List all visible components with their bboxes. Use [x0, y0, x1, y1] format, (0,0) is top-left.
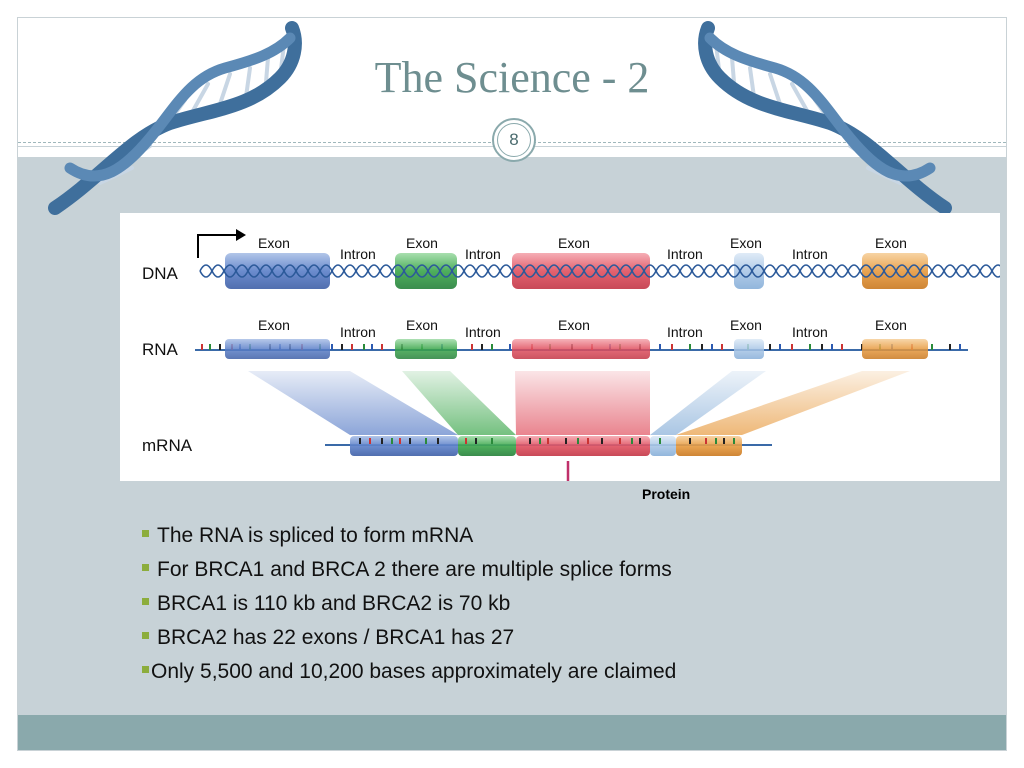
dna-intron-label-2: Intron	[465, 246, 501, 262]
bullet-list: The RNA is spliced to form mRNA For BRCA…	[142, 520, 982, 690]
rna-exon-label-4: Exon	[730, 317, 762, 333]
dna-exon-label-2: Exon	[406, 235, 438, 251]
splice-funnel-5	[676, 371, 910, 435]
page-number: 8	[497, 123, 531, 157]
footer-bar	[18, 715, 1006, 750]
bullet-item: BRCA1 is 110 kb and BRCA2 is 70 kb	[142, 588, 982, 622]
bullet-text: BRCA2 has 22 exons / BRCA1 has 27	[157, 626, 515, 649]
dna-exon-label-5: Exon	[875, 235, 907, 251]
mrna-exon-3	[516, 436, 650, 456]
protein-arrow-icon	[566, 461, 634, 499]
bullet-marker-icon	[142, 665, 149, 673]
splice-funnel-2	[402, 371, 516, 435]
dna-exon-2	[395, 253, 457, 289]
mrna-row-label: mRNA	[142, 436, 193, 455]
bullet-item: BRCA2 has 22 exons / BRCA1 has 27	[142, 622, 982, 656]
dna-exon-4	[734, 253, 764, 289]
dna-helix-right-icon	[698, 21, 952, 215]
slide-title: The Science - 2	[374, 53, 650, 102]
dna-intron-label-4: Intron	[792, 246, 828, 262]
bullet-text: Only 5,500 and 10,200 bases approximatel…	[151, 660, 677, 683]
mrna-exon-4	[650, 436, 676, 456]
rna-exon-label-5: Exon	[875, 317, 907, 333]
dna-exon-label-4: Exon	[730, 235, 762, 251]
dna-row-label: DNA	[142, 264, 179, 283]
bullet-item: Only 5,500 and 10,200 bases approximatel…	[142, 656, 982, 690]
dna-exon-label-3: Exon	[558, 235, 590, 251]
splicing-diagram-svg: DNA RNA mRNA Exon Intron Exon Intron Exo…	[142, 229, 1024, 499]
dna-exon-3	[512, 253, 650, 289]
dna-exon-label-1: Exon	[258, 235, 290, 251]
bullet-text: The RNA is spliced to form mRNA	[157, 524, 474, 547]
rna-exon-label-2: Exon	[406, 317, 438, 333]
rna-intron-label-3: Intron	[667, 324, 703, 340]
dna-intron-label-1: Intron	[340, 246, 376, 262]
rna-intron-label-2: Intron	[465, 324, 501, 340]
dna-intron-label-3: Intron	[667, 246, 703, 262]
mrna-bases	[359, 438, 735, 444]
bullet-marker-icon	[142, 597, 149, 605]
rna-exon-3	[512, 339, 650, 359]
rna-intron-label-1: Intron	[340, 324, 376, 340]
mrna-exon-1	[350, 436, 458, 456]
rna-exon-1	[225, 339, 330, 359]
transcription-start-arrow-icon	[197, 229, 246, 258]
rna-intron-label-4: Intron	[792, 324, 828, 340]
mrna-exon-2	[458, 436, 516, 456]
splice-funnel-3	[515, 371, 650, 435]
rna-exon-label-1: Exon	[258, 317, 290, 333]
dna-exon-5	[862, 253, 928, 289]
bullet-marker-icon	[142, 631, 149, 639]
bullet-marker-icon	[142, 529, 149, 537]
bullet-text: For BRCA1 and BRCA 2 there are multiple …	[157, 558, 672, 581]
rna-exon-label-3: Exon	[558, 317, 590, 333]
dna-helix-left-icon	[48, 21, 302, 215]
mrna-exon-5	[676, 436, 742, 456]
page-number-badge: 8	[492, 118, 536, 162]
splice-funnel-4	[650, 371, 766, 435]
dna-exon-1	[225, 253, 330, 289]
bullet-item: The RNA is spliced to form mRNA	[142, 520, 982, 554]
rna-exon-2	[395, 339, 457, 359]
rna-exon-4	[734, 339, 764, 359]
splice-funnel-1	[248, 371, 458, 435]
rna-row-label: RNA	[142, 340, 179, 359]
protein-label: Protein	[642, 486, 691, 502]
dna-strand	[199, 264, 1024, 278]
bullet-item: For BRCA1 and BRCA 2 there are multiple …	[142, 554, 982, 588]
bullet-text: BRCA1 is 110 kb and BRCA2 is 70 kb	[157, 592, 511, 615]
bullet-marker-icon	[142, 563, 149, 571]
rna-exon-5	[862, 339, 928, 359]
splicing-diagram: DNA RNA mRNA Exon Intron Exon Intron Exo…	[120, 213, 1024, 499]
